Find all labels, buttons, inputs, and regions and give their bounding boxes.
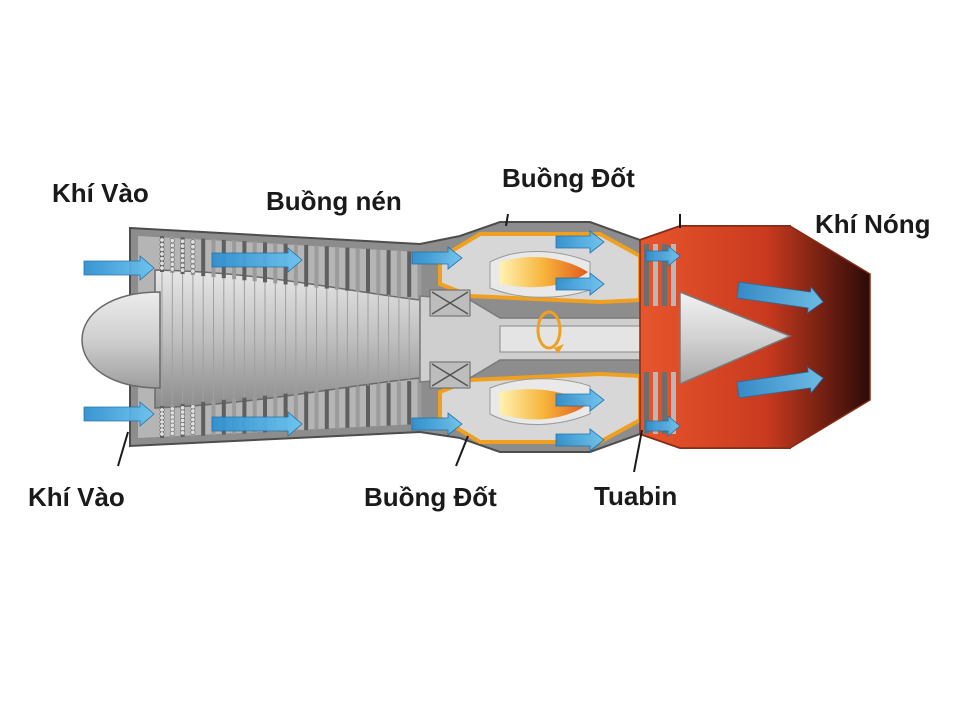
turbine-stage [653,244,658,434]
compressor-stage [386,250,391,426]
flow-arrow-icon [411,412,463,436]
compressor-blades [159,236,422,438]
flow-arrow-icon [555,230,605,254]
compressor-stage [345,247,350,428]
compressor-stage [304,244,309,431]
rotation-arrow-icon [536,310,564,354]
compressor-stage [366,248,370,427]
flow-arrow-icon [555,428,605,452]
turbine-stage [662,244,667,434]
compressor-stage [335,246,340,429]
compressor-stage [355,248,360,428]
flow-arrow-icon [645,415,681,437]
compressor-stage [324,246,329,430]
compressor-stage [201,238,206,436]
flow-arrow-icon [83,255,155,281]
flow-arrows [83,230,824,452]
turbine-blades [644,244,676,434]
label-compressor: Buồng nén [266,186,402,216]
flow-arrow-icon [211,247,303,273]
flow-arrow-icon [555,388,605,412]
engine-shaft [419,289,641,389]
inlet-spinner [81,291,161,389]
compressor-stage [396,250,401,426]
flow-arrow-icon [736,366,824,399]
compressor-stage [180,237,186,437]
flow-arrow-icon [411,246,463,270]
leader-lines [117,213,681,473]
compressor-stage [190,237,196,437]
flow-arrow-icon [736,281,824,314]
turbine-stage [644,244,649,434]
compressor-stage [314,245,319,430]
compressor-stage [407,251,412,425]
flow-arrow-icon [645,245,681,267]
compressor-stage [159,236,165,438]
compressor-stage [169,236,175,438]
label-combustion-bottom: Buồng Đốt [364,482,497,512]
exhaust-cone [679,290,792,386]
label-hot-gas: Khí Nóng [815,209,931,239]
flow-arrow-icon [211,411,303,437]
label-inlet-top: Khí Vào [52,178,149,208]
flow-arrow-icon [555,272,605,296]
label-inlet-bottom: Khí Vào [28,482,125,512]
label-turbine: Tuabin [594,481,678,511]
flow-arrow-icon [83,401,155,427]
label-combustion-top: Buồng Đốt [502,163,635,193]
turbine-stage [671,244,676,434]
compressor-stage [376,249,381,427]
